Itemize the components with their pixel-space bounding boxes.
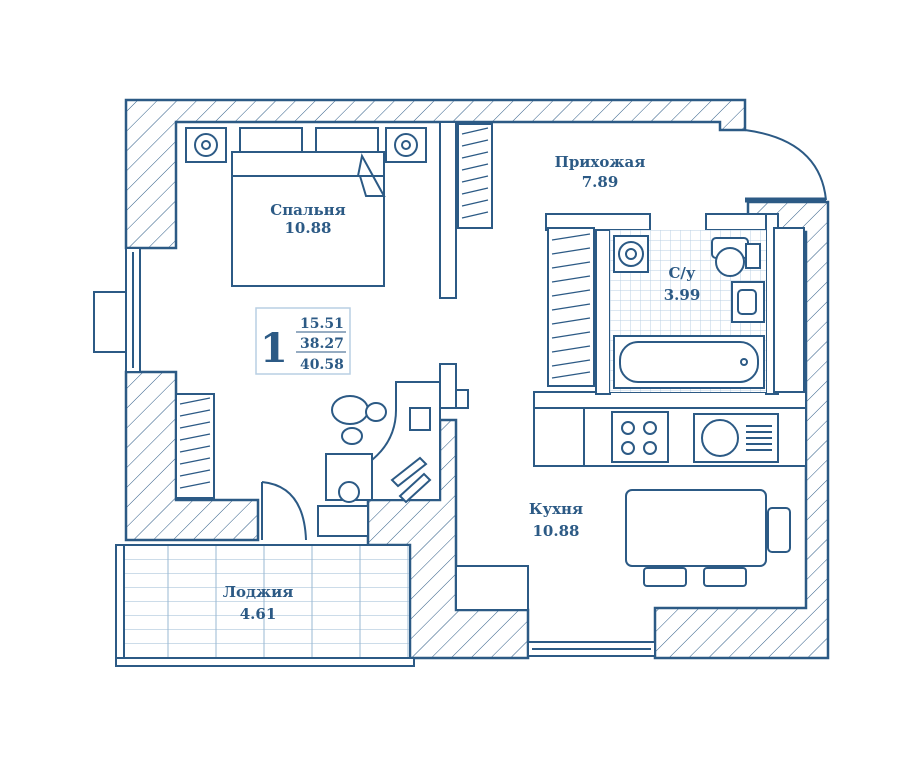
bath-fixtures (613, 235, 765, 389)
window-kitchen (527, 641, 656, 657)
room-name-hall: Прихожая (555, 153, 646, 171)
room-area-bedroom: 10.88 (285, 219, 332, 237)
room-area-loggia: 4.61 (240, 605, 277, 623)
room-area-hall: 7.89 (582, 173, 619, 191)
loggia-door (261, 481, 369, 541)
armchair (331, 395, 387, 445)
room-name-bathroom: С/у (668, 264, 695, 282)
area-usable: 38.27 (300, 336, 344, 352)
dining-table (625, 489, 791, 587)
room-name-loggia: Лоджия (223, 583, 294, 601)
nightstands (185, 127, 427, 163)
entry-door (744, 129, 827, 203)
desk (325, 381, 441, 504)
area-total: 40.58 (300, 357, 344, 373)
rooms-count: 1 (260, 325, 288, 372)
room-area-bathroom: 3.99 (664, 286, 701, 304)
loggia (115, 544, 415, 667)
room-area-kitchen: 10.88 (533, 522, 580, 540)
wardrobes (175, 123, 805, 499)
kitchen-cabinet (455, 565, 529, 611)
bed (231, 127, 386, 287)
room-name-bedroom: Спальня (270, 201, 345, 219)
room-name-kitchen: Кухня (529, 500, 583, 518)
summary-box (255, 307, 351, 375)
kitchen-counter (533, 407, 807, 467)
area-living: 15.51 (300, 316, 344, 332)
window-left (93, 247, 141, 373)
